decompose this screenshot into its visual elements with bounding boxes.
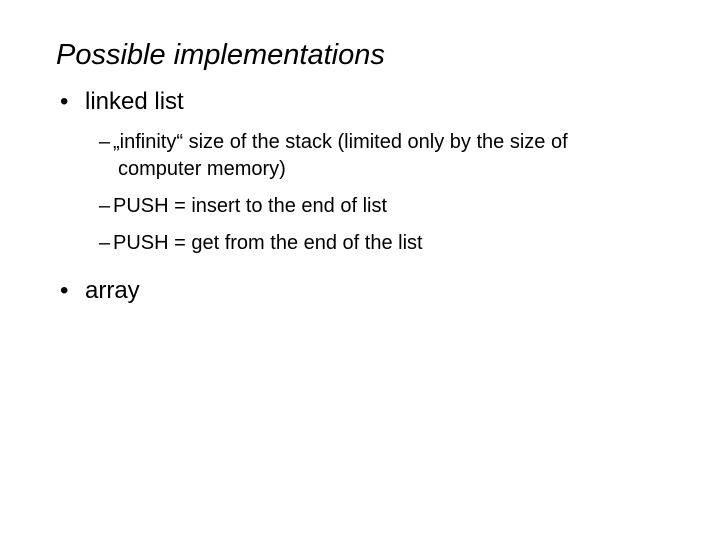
list-item-label: linked list [85, 88, 184, 115]
bullet-dot-icon: • [60, 277, 69, 304]
outline-group-array: • array [0, 275, 720, 307]
bullet-dash-icon: – [99, 131, 111, 153]
bullet-dot-icon: • [60, 88, 69, 115]
list-item-label: PUSH = insert to the end of list [113, 195, 388, 217]
page-title: Possible implementations [56, 39, 385, 71]
list-item[interactable]: – „infinity“ size of the stack (limited … [0, 129, 720, 183]
slide-body: • linked list – „infinity“ size of the s… [0, 86, 720, 311]
bullet-dash-icon: – [99, 232, 111, 254]
list-item-label: PUSH = get from the end of the list [113, 232, 423, 254]
list-item-label: „infinity“ size of the stack (limited on… [113, 131, 568, 180]
bullet-dash-icon: – [99, 195, 111, 217]
outline-group-linked-list: • linked list – „infinity“ size of the s… [0, 86, 720, 257]
list-item[interactable]: • array [0, 275, 720, 307]
list-item[interactable]: • linked list [0, 86, 720, 118]
sub-outline-linked-list: – „infinity“ size of the stack (limited … [0, 129, 720, 257]
list-item[interactable]: – PUSH = insert to the end of list [0, 193, 720, 220]
list-item[interactable]: – PUSH = get from the end of the list [0, 230, 720, 257]
list-item-label: array [85, 277, 140, 304]
